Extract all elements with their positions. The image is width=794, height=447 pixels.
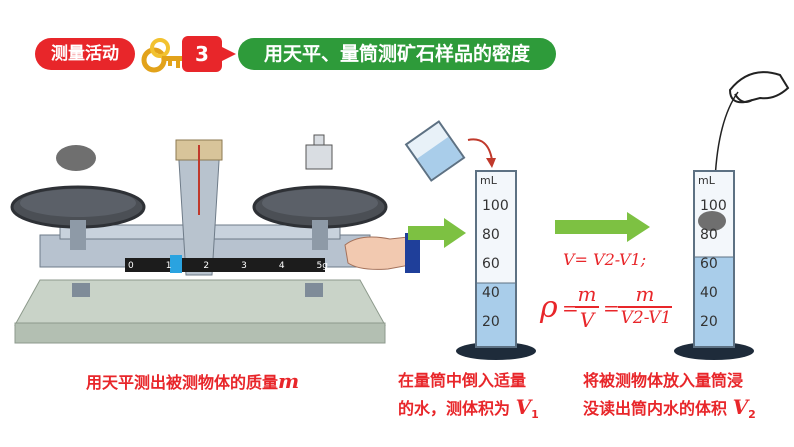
scale-tick: 20 (482, 314, 500, 330)
arrow-right-icon (408, 218, 466, 248)
scale-tick: 40 (700, 285, 718, 301)
fraction-denominator-2: V2-V1 (620, 308, 672, 328)
scale-tick: 80 (482, 227, 500, 243)
balance-tick: 1 (165, 261, 172, 271)
cylinder-2-scale: 100 80 60 40 20 (700, 192, 730, 337)
caption-pour: 在量筒中倒入适量 的水，测体积为 V1 (398, 368, 588, 428)
task-title: 用天平、量筒测矿石样品的密度 (238, 38, 556, 70)
cylinder-1-unit: mL (480, 174, 497, 187)
balance-tick: 5g (316, 261, 328, 271)
equals-sign: = (562, 296, 579, 320)
fraction-numerator-1: m (575, 282, 599, 308)
hand-holding-string-icon (713, 71, 790, 221)
volume-formula: V= V2-V1; (563, 250, 647, 269)
arrow-connector-icon (220, 46, 236, 62)
activity-label: 测量活动 (35, 38, 135, 70)
step-number-badge: 3 (182, 36, 222, 72)
cylinder-1-scale: 100 80 60 40 20 (482, 192, 512, 337)
pouring-beaker-icon (404, 120, 496, 182)
density-symbol: ρ (540, 290, 558, 325)
caption-text: 将被测物体放入量筒浸 (583, 371, 744, 390)
caption-text: 在量筒中倒入适量 (398, 371, 527, 390)
fraction-numerator-2: m (618, 282, 672, 308)
volume-symbol: V (515, 395, 532, 419)
balance-tick: 2 (203, 261, 210, 271)
scale-tick: 100 (482, 198, 509, 214)
balance-illustration (10, 134, 420, 344)
scale-tick: 60 (700, 256, 718, 272)
caption-text: 的水，测体积为 (398, 399, 511, 418)
caption-line: 没读出筒内水的体积 V2 (583, 394, 793, 428)
scale-tick: 100 (700, 198, 727, 214)
arrow-right-icon (555, 212, 650, 242)
caption-immerse: 将被测物体放入量筒浸 没读出筒内水的体积 V2 (583, 368, 793, 428)
caption-text: 用天平测出被测物体的质量 (86, 373, 279, 392)
graduated-cylinder-2 (674, 170, 754, 360)
cylinder-2-unit: mL (698, 174, 715, 187)
volume-symbol: V (732, 395, 749, 419)
caption-balance: 用天平测出被测物体的质量m (86, 368, 299, 396)
balance-tick: 0 (128, 261, 134, 271)
balance-scale: 0 1 2 3 4 5g (128, 261, 328, 273)
scale-tick: 60 (482, 256, 500, 272)
graduated-cylinder-1 (456, 170, 536, 360)
scale-tick: 20 (700, 314, 718, 330)
caption-text: 没读出筒内水的体积 (583, 399, 728, 418)
fraction-denominator-1: V (579, 308, 595, 332)
scale-tick: 80 (700, 227, 718, 243)
volume-subscript: 2 (748, 408, 756, 422)
caption-line: 的水，测体积为 V1 (398, 394, 588, 428)
balance-tick: 4 (278, 261, 285, 271)
equals-sign: = (603, 296, 620, 320)
volume-subscript: 1 (531, 408, 539, 422)
key-icon (141, 38, 184, 73)
scale-tick: 40 (482, 285, 500, 301)
mass-symbol: m (278, 369, 300, 393)
balance-tick: 3 (241, 261, 247, 271)
